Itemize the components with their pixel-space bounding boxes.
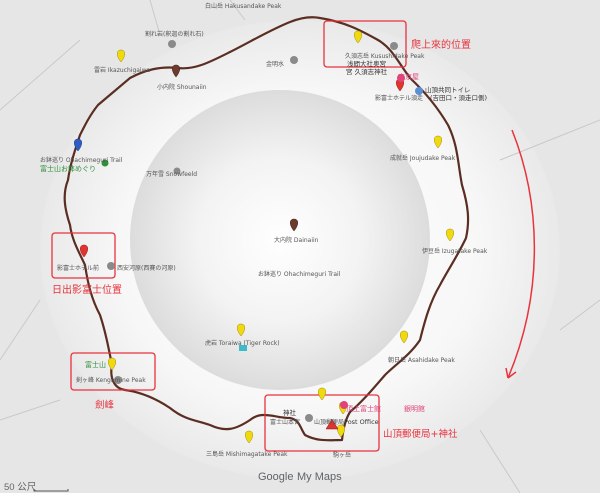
poi-sanchofuji-icon xyxy=(340,401,348,409)
label-kagefuji-west: 影富士ホテル前 xyxy=(57,264,99,272)
label-shounaiin: 小内院 Shounaiin xyxy=(157,83,207,91)
sunrise-shadow-box xyxy=(51,232,116,279)
poi-saiankawara-icon xyxy=(107,262,115,270)
poi-warei-icon xyxy=(168,40,176,48)
poi-snowfield-icon xyxy=(173,167,181,175)
label-sancho-yubin: 山頂郵便局 xyxy=(314,418,344,426)
poi-shrine-icon xyxy=(390,42,398,50)
label-ikazuchigaiwa: 雷岩 Ikazuchigaiwa xyxy=(94,66,151,74)
label-joujudake: 成就岳 Joujudake Peak xyxy=(390,154,456,162)
label-ginmeikan: 銀明館 xyxy=(404,404,425,413)
label-post-office: Post Office xyxy=(344,418,379,426)
climb-up-box xyxy=(323,20,407,68)
annotation-climb-up: 爬上來的位置 xyxy=(411,38,471,51)
label-komagatake: 駒ヶ岳 xyxy=(333,451,351,459)
label-kusushidake: 久須志岳 Kusushidake Peak xyxy=(345,52,425,60)
label-ohachimeguri-center: お鉢巡り Ohachimeguri Trail xyxy=(258,270,341,278)
poi-kengamine-icon xyxy=(114,376,122,384)
label-toilet: 山頂共同トイレ xyxy=(425,85,471,94)
label-hakusandake: 白山岳 Hakusandake Peak xyxy=(205,2,282,10)
mymaps-logo: My Maps xyxy=(297,471,342,483)
poi-toraiwa-teal-icon xyxy=(239,345,247,351)
label-dainaiin: 大内院 Dainaiin xyxy=(274,236,319,244)
poi-tokyoya-icon xyxy=(397,74,405,82)
annotation-kengamine: 劍峰 xyxy=(95,399,115,411)
label-kagefuji-kusushi: 影富士ホテル須走 xyxy=(375,94,423,102)
label-tokyoya: 東京屋 xyxy=(398,72,419,81)
google-logo: Google xyxy=(258,471,293,483)
label-toraiwa: 虎岩 Toraiwa (Tiger Rock) xyxy=(205,339,280,347)
scale-bar xyxy=(33,489,69,492)
label-warei: 割れ岩(釈迦の割れ石) xyxy=(145,30,204,38)
label-kinmeisui: 金明水 xyxy=(266,60,284,68)
label-kengamine: 剣ヶ峰 Kengamine Peak xyxy=(76,376,146,384)
label-asahidake: 朝日岳 Asahidake Peak xyxy=(388,356,455,364)
kengamine-box xyxy=(70,352,156,391)
ohachimeguri-trail-path xyxy=(63,16,470,442)
label-ohachimeguri-jp: 富士山お鉢めぐり xyxy=(40,164,96,173)
label-kusushi-shrine2: 宮 久須志神社 xyxy=(346,67,388,76)
direction-arrow xyxy=(507,129,536,379)
label-izugatake: 伊豆岳 Izugatake Peak xyxy=(422,247,488,255)
label-toilet2: (吉田口・須走口側) xyxy=(430,93,487,102)
label-saiankawara: 西安河原(西賽の河原) xyxy=(117,264,176,272)
label-fujisan: 富士山 xyxy=(85,360,106,369)
label-ohachimeguri-nw: お鉢巡り Ohachimeguri Trail xyxy=(40,156,123,164)
annotation-post-shrine: 山頂郵便局+神社 xyxy=(383,428,458,440)
arrow-head xyxy=(505,367,517,379)
label-jinja: 神社 xyxy=(283,408,297,417)
poi-ohachimeguri-green-icon xyxy=(101,159,109,167)
label-mishimagatake: 三島岳 Mishimagatake Peak xyxy=(206,450,288,458)
label-kusushi-shrine: 浅間大社奥宮 xyxy=(347,59,386,68)
scale-label: 50 公尺 xyxy=(4,482,37,493)
poi-toilet-icon xyxy=(415,87,423,95)
label-snowfield: 万年雪 Snowfeeld xyxy=(146,170,197,178)
marker-shrine-red[interactable] xyxy=(325,418,339,430)
poi-kinmeisui-icon xyxy=(290,56,298,64)
label-sancho-fuji: 頂上富士館 xyxy=(346,404,381,413)
label-fujisan-okumiya: 富士山本宮 xyxy=(270,418,300,426)
annotation-sunrise-shadow: 日出影富士位置 xyxy=(52,283,122,296)
poi-jinja-icon xyxy=(305,414,313,422)
crater-shade xyxy=(130,90,430,390)
